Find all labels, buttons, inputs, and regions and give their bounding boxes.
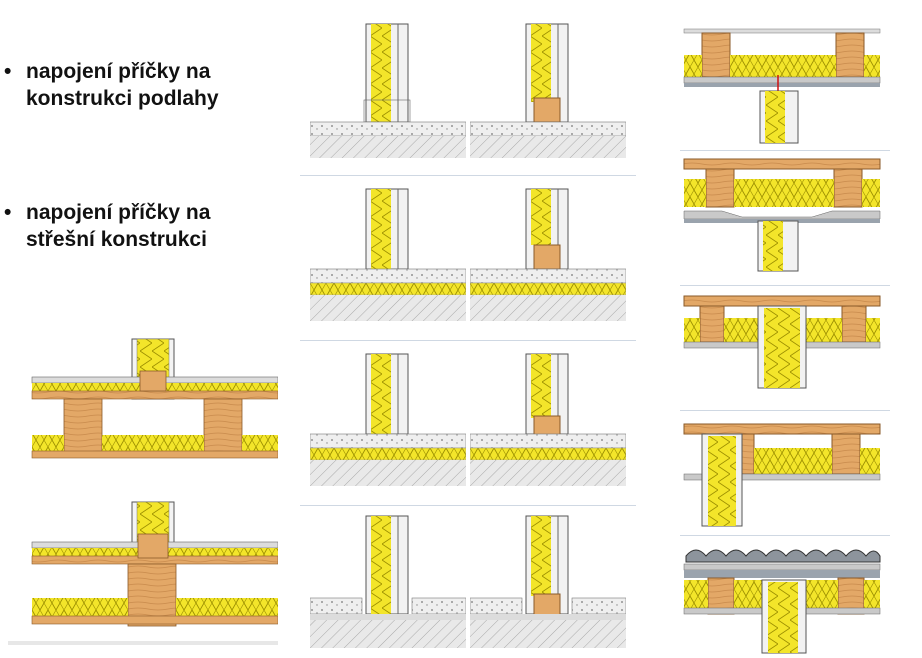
floor-detail-timber-1 (8, 335, 278, 475)
divider-line (300, 340, 636, 341)
caption-roof-connection: • napojení příčky na střešní konstrukci (4, 199, 210, 253)
bullet-icon: • (4, 60, 12, 83)
caption-line: napojení příčky na (26, 60, 211, 83)
roof-detail-3 (682, 292, 882, 392)
caption-line: střešní konstrukci (26, 228, 207, 251)
divider-line (300, 175, 636, 176)
caption-floor-connection: • napojení příčky na konstrukci podlahy (4, 58, 219, 112)
divider-line (680, 150, 890, 151)
divider-line (680, 535, 890, 536)
bullet-icon: • (4, 201, 12, 224)
roof-detail-4 (682, 418, 882, 528)
concrete-floor-detail-2a (310, 185, 466, 325)
concrete-floor-detail-4b (470, 512, 626, 652)
caption-line: napojení příčky na (26, 201, 211, 224)
caption-line: konstrukci podlahy (26, 87, 219, 110)
concrete-floor-detail-2b (470, 185, 626, 325)
concrete-floor-detail-4a (310, 512, 466, 652)
roof-detail-1 (682, 25, 882, 145)
concrete-floor-detail-1b (470, 20, 626, 160)
concrete-floor-detail-3b (470, 350, 626, 490)
floor-detail-timber-2 (8, 498, 278, 648)
divider-line (680, 285, 890, 286)
divider-line (300, 505, 636, 506)
concrete-floor-detail-3a (310, 350, 466, 490)
divider-line (680, 410, 890, 411)
roof-detail-2 (682, 155, 882, 275)
roof-detail-5 (682, 540, 882, 655)
concrete-floor-detail-1a (310, 20, 466, 160)
